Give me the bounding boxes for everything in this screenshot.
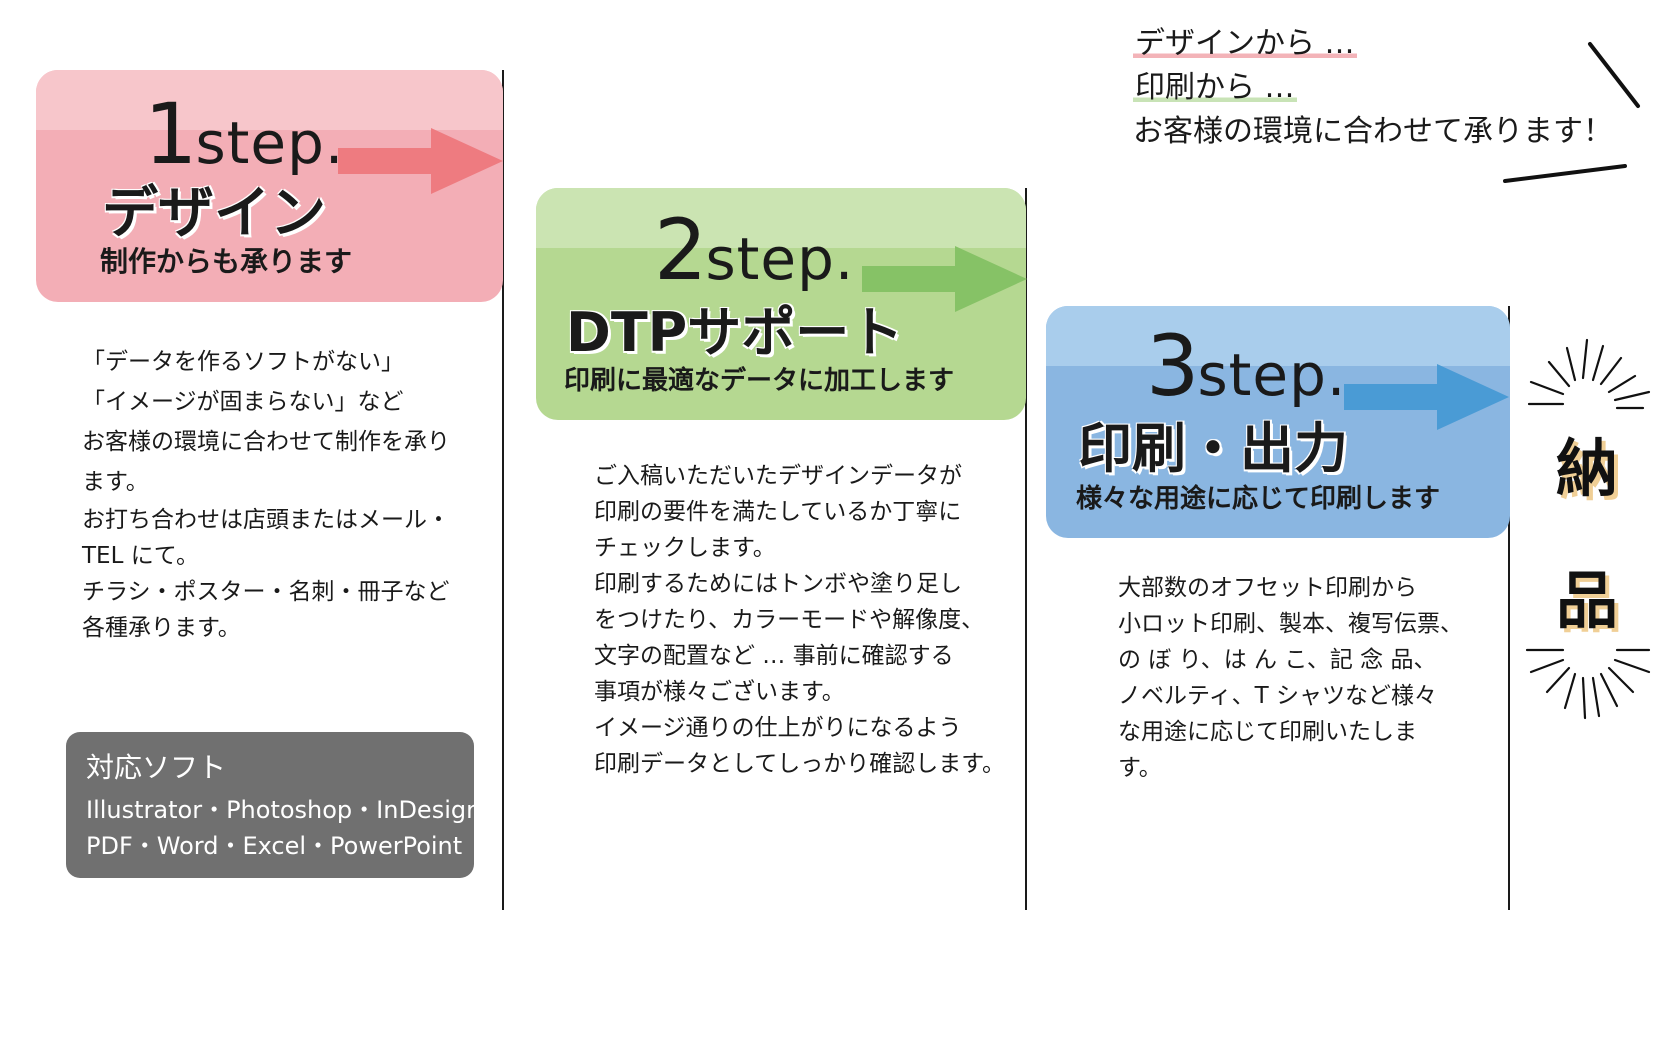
step-1-title: デザイン — [102, 181, 326, 246]
column-divider-2 — [1025, 188, 1027, 910]
step-3-subtitle: 様々な用途に応じて印刷します — [1076, 484, 1441, 514]
tagline: デザインから … 印刷から … お客様の環境に合わせて承ります！ — [1133, 22, 1613, 154]
software-line-2: PDF・Word・Excel・PowerPoint — [86, 832, 463, 860]
supported-software-box: 対応ソフト Illustrator・Photoshop・InDesign PDF… — [66, 732, 481, 878]
step-1-card: 1step. デザイン 制作からも承ります — [36, 70, 503, 302]
step-1-arrow-icon — [338, 128, 503, 194]
tagline-line-3: お客様の環境に合わせて承ります！ — [1133, 114, 1613, 149]
step-1-label: 1step. — [144, 85, 345, 183]
step-3-title: 印刷・出力 — [1078, 417, 1348, 480]
step-1-description: 「データを作るソフトがない」 「イメージが固まらない」など お客様の環境に合わせ… — [82, 349, 450, 641]
step-2-subtitle: 印刷に最適なデータに加工します — [564, 366, 955, 396]
step-2-description: ご入稿いただいたデザインデータが 印刷の要件を満たしているか丁寧に チェックしま… — [594, 463, 1006, 777]
software-line-1: Illustrator・Photoshop・InDesign — [86, 796, 482, 824]
tagline-line-2: 印刷から … — [1133, 70, 1297, 105]
step-3-description: 大部数のオフセット印刷から 小ロット印刷、製本、複写伝票、 の ぼ り、は ん … — [1118, 575, 1463, 781]
step-2-arrow-icon — [862, 246, 1027, 312]
column-divider-3 — [1508, 306, 1510, 910]
tagline-bracket-lines — [1503, 42, 1640, 183]
delivery-burst-lines — [1525, 338, 1651, 720]
step-3-arrow-icon — [1344, 364, 1509, 430]
tagline-line-1: デザインから … — [1133, 26, 1357, 61]
step-2-label: 2step. — [654, 201, 855, 299]
software-title: 対応ソフト — [86, 751, 227, 784]
delivery-char-2: 品 — [1556, 564, 1619, 637]
step-3-label: 3step. — [1146, 317, 1347, 415]
step-2-card: 2step. DTPサポート 印刷に最適なデータに加工します — [536, 188, 1026, 420]
column-divider-1 — [502, 70, 504, 910]
step-1-subtitle: 制作からも承ります — [100, 245, 353, 278]
step-3-card: 3step. 印刷・出力 様々な用途に応じて印刷します — [1046, 306, 1510, 538]
step-2-title: DTPサポート — [566, 301, 904, 364]
delivery-char-1: 納 — [1556, 432, 1619, 505]
